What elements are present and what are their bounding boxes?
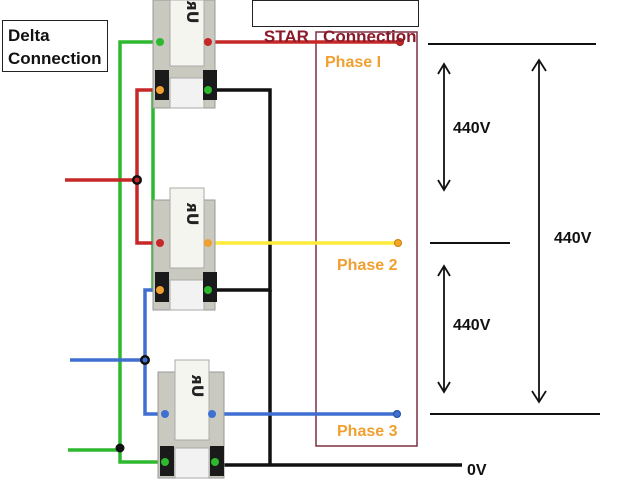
transformer-2-mark: ᴙU xyxy=(183,202,202,225)
phase3-label: Phase 3 xyxy=(337,423,398,440)
voltage-arrow-total xyxy=(531,58,547,404)
voltage-label-upper: 440V xyxy=(453,120,491,137)
delta-red-wires xyxy=(65,88,160,245)
voltage-label-total: 440V xyxy=(554,230,592,247)
transformer-3 xyxy=(157,359,225,479)
delta-connection-label: Delta Connection xyxy=(2,20,108,72)
junction-dot xyxy=(142,357,148,363)
phase1-label: Phase I xyxy=(325,54,381,71)
voltage-arrow-lower xyxy=(437,264,451,394)
delta-label-text: Delta Connection xyxy=(8,26,102,68)
transformer-2 xyxy=(152,187,217,311)
star-connection-label: STAR Connection xyxy=(252,0,419,46)
neutral-wires xyxy=(208,88,462,467)
phase3-terminal xyxy=(393,410,401,418)
junction-dot xyxy=(115,443,125,453)
voltage-label-lower: 440V xyxy=(453,317,491,334)
transformer-1 xyxy=(152,0,217,109)
star-label-text: STAR Connection xyxy=(263,27,417,46)
transformer-1-mark: ᴙU xyxy=(183,0,202,23)
delta-green-wires xyxy=(68,40,165,464)
voltage-lines xyxy=(428,43,600,415)
star-frame xyxy=(315,31,418,447)
delta-blue-wires xyxy=(70,288,162,416)
junction-dot xyxy=(134,177,140,183)
transformer-3-mark: ᴙU xyxy=(188,374,207,397)
phase2-label: Phase 2 xyxy=(337,257,398,274)
zero-volt-label: 0V xyxy=(467,462,487,479)
voltage-arrow-upper xyxy=(437,62,451,192)
phase2-terminal xyxy=(394,239,402,247)
phase1-terminal xyxy=(396,38,404,46)
